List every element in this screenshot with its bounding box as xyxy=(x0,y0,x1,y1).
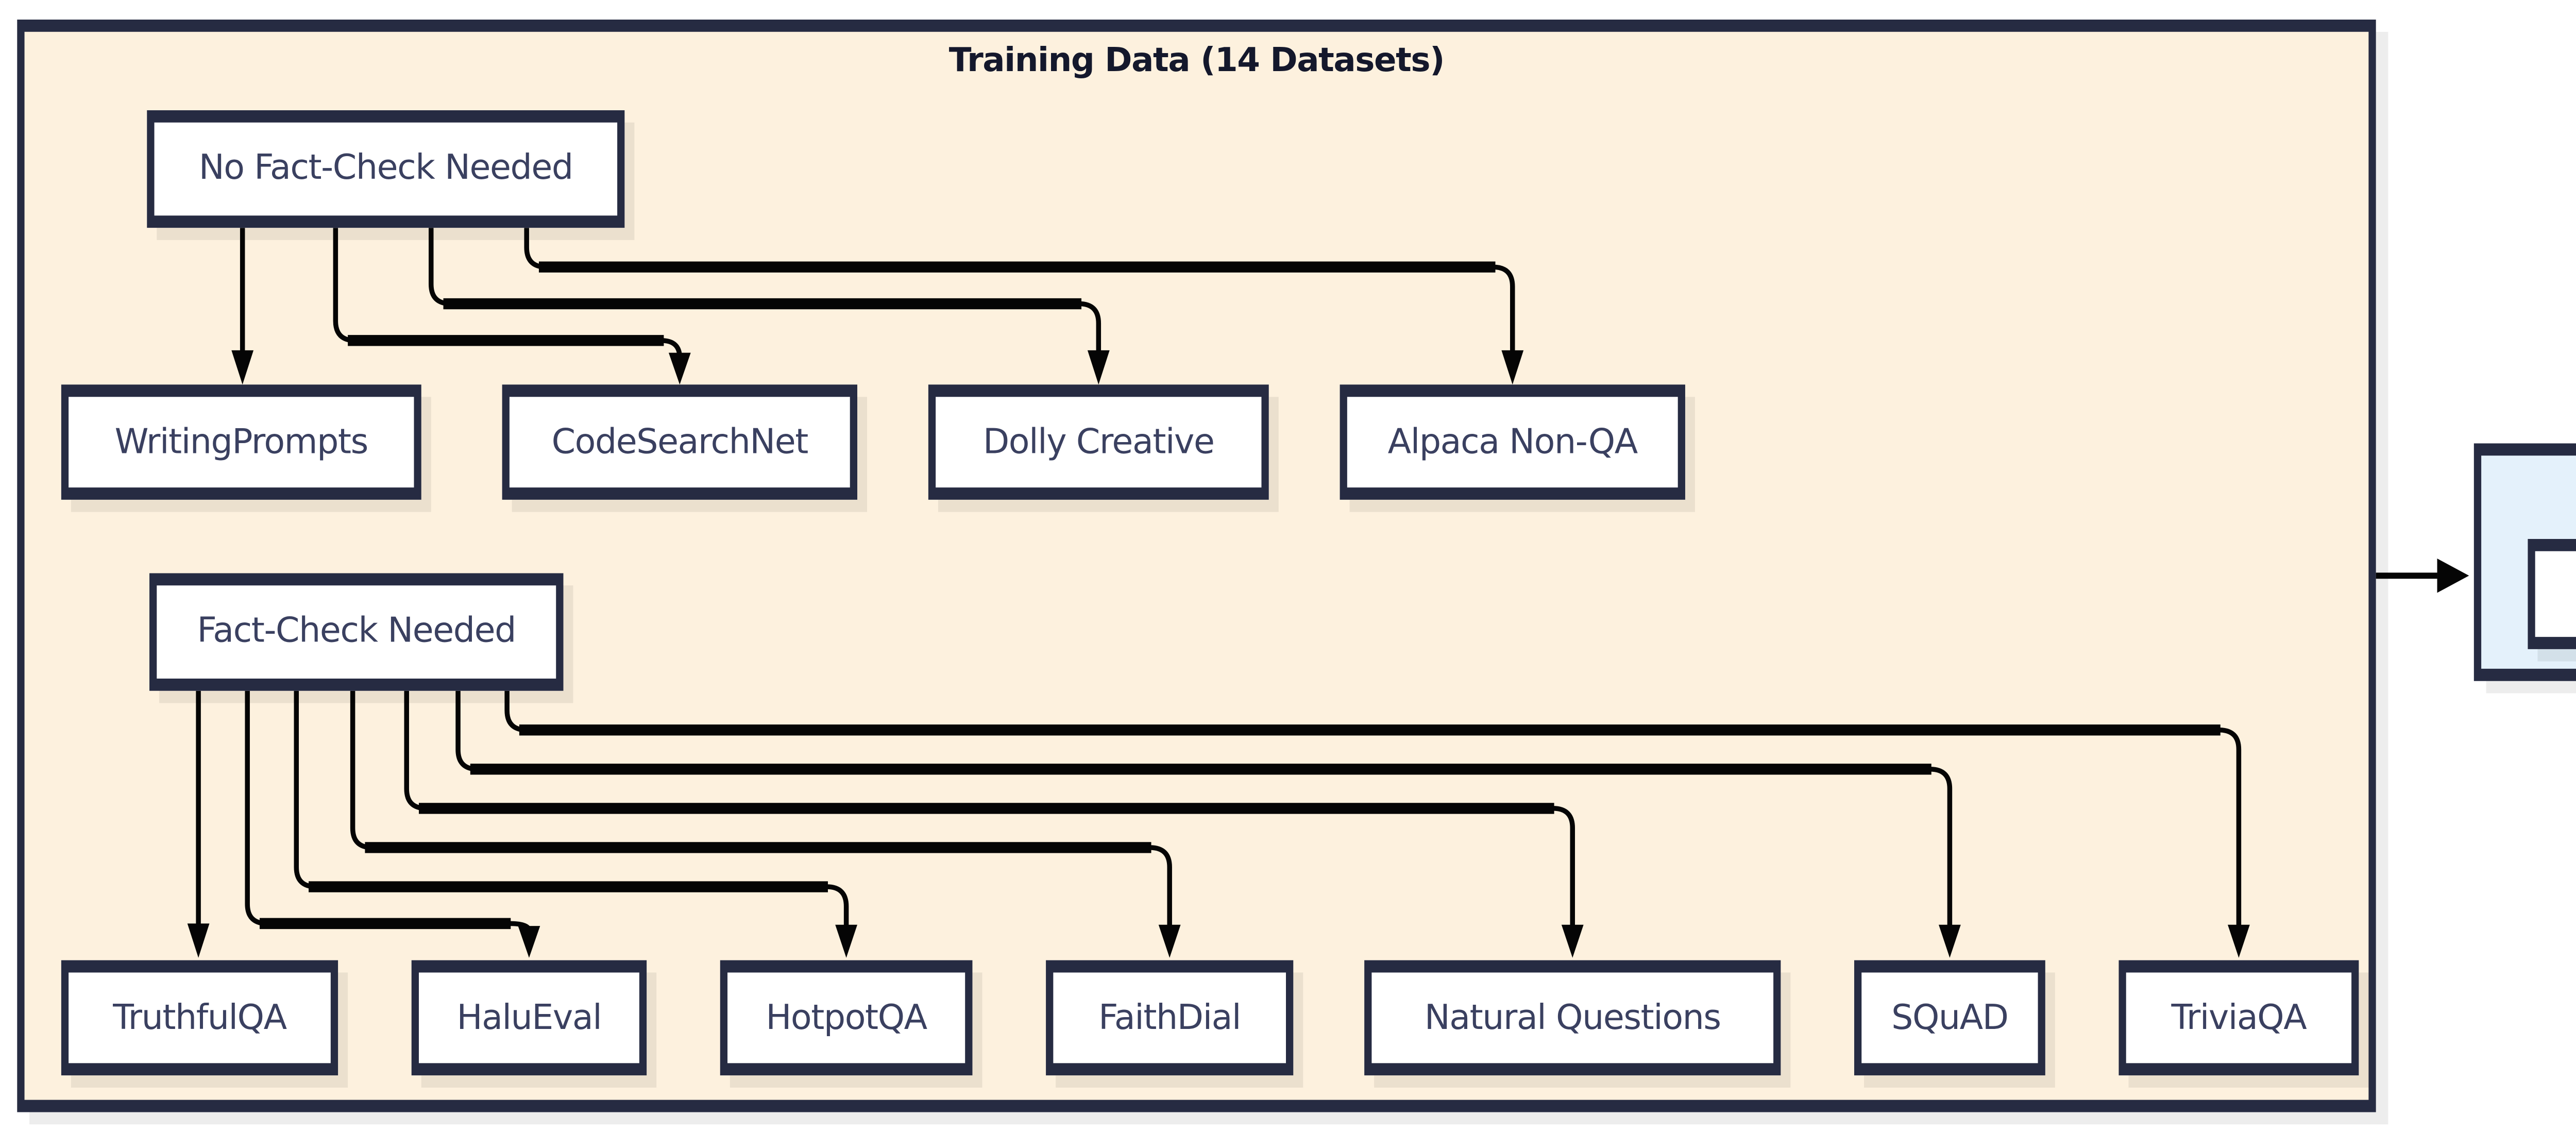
node-no-fact-check-needed: No Fact-Check Needed xyxy=(147,110,625,228)
edge-training-to-sentinel xyxy=(2376,558,2469,593)
node-hotpotqa: HotpotQA xyxy=(720,960,973,1076)
node-halueval: HaluEval xyxy=(411,960,647,1076)
node-alpaca-non-qa: Alpaca Non-QA xyxy=(1340,384,1685,500)
node-modernbert-base: ModernBERT Base xyxy=(2528,538,2576,649)
node-faithdial: FaithDial xyxy=(1046,960,1294,1076)
training-panel-title: Training Data (14 Datasets) xyxy=(948,41,1445,81)
node-fact-check-needed: Fact-Check Needed xyxy=(149,573,564,691)
node-squad: SQuAD xyxy=(1854,960,2045,1076)
node-triviaqa: TriviaQA xyxy=(2119,960,2359,1076)
node-natural-questions: Natural Questions xyxy=(1364,960,1781,1076)
node-truthfulqa: TruthfulQA xyxy=(61,960,338,1076)
node-dolly-creative: Dolly Creative xyxy=(928,384,1269,500)
sentinel-panel-title: HaluGate Sentinel xyxy=(2481,465,2576,504)
node-codesearchnet: CodeSearchNet xyxy=(502,384,858,500)
node-writingprompts: WritingPrompts xyxy=(61,384,421,500)
